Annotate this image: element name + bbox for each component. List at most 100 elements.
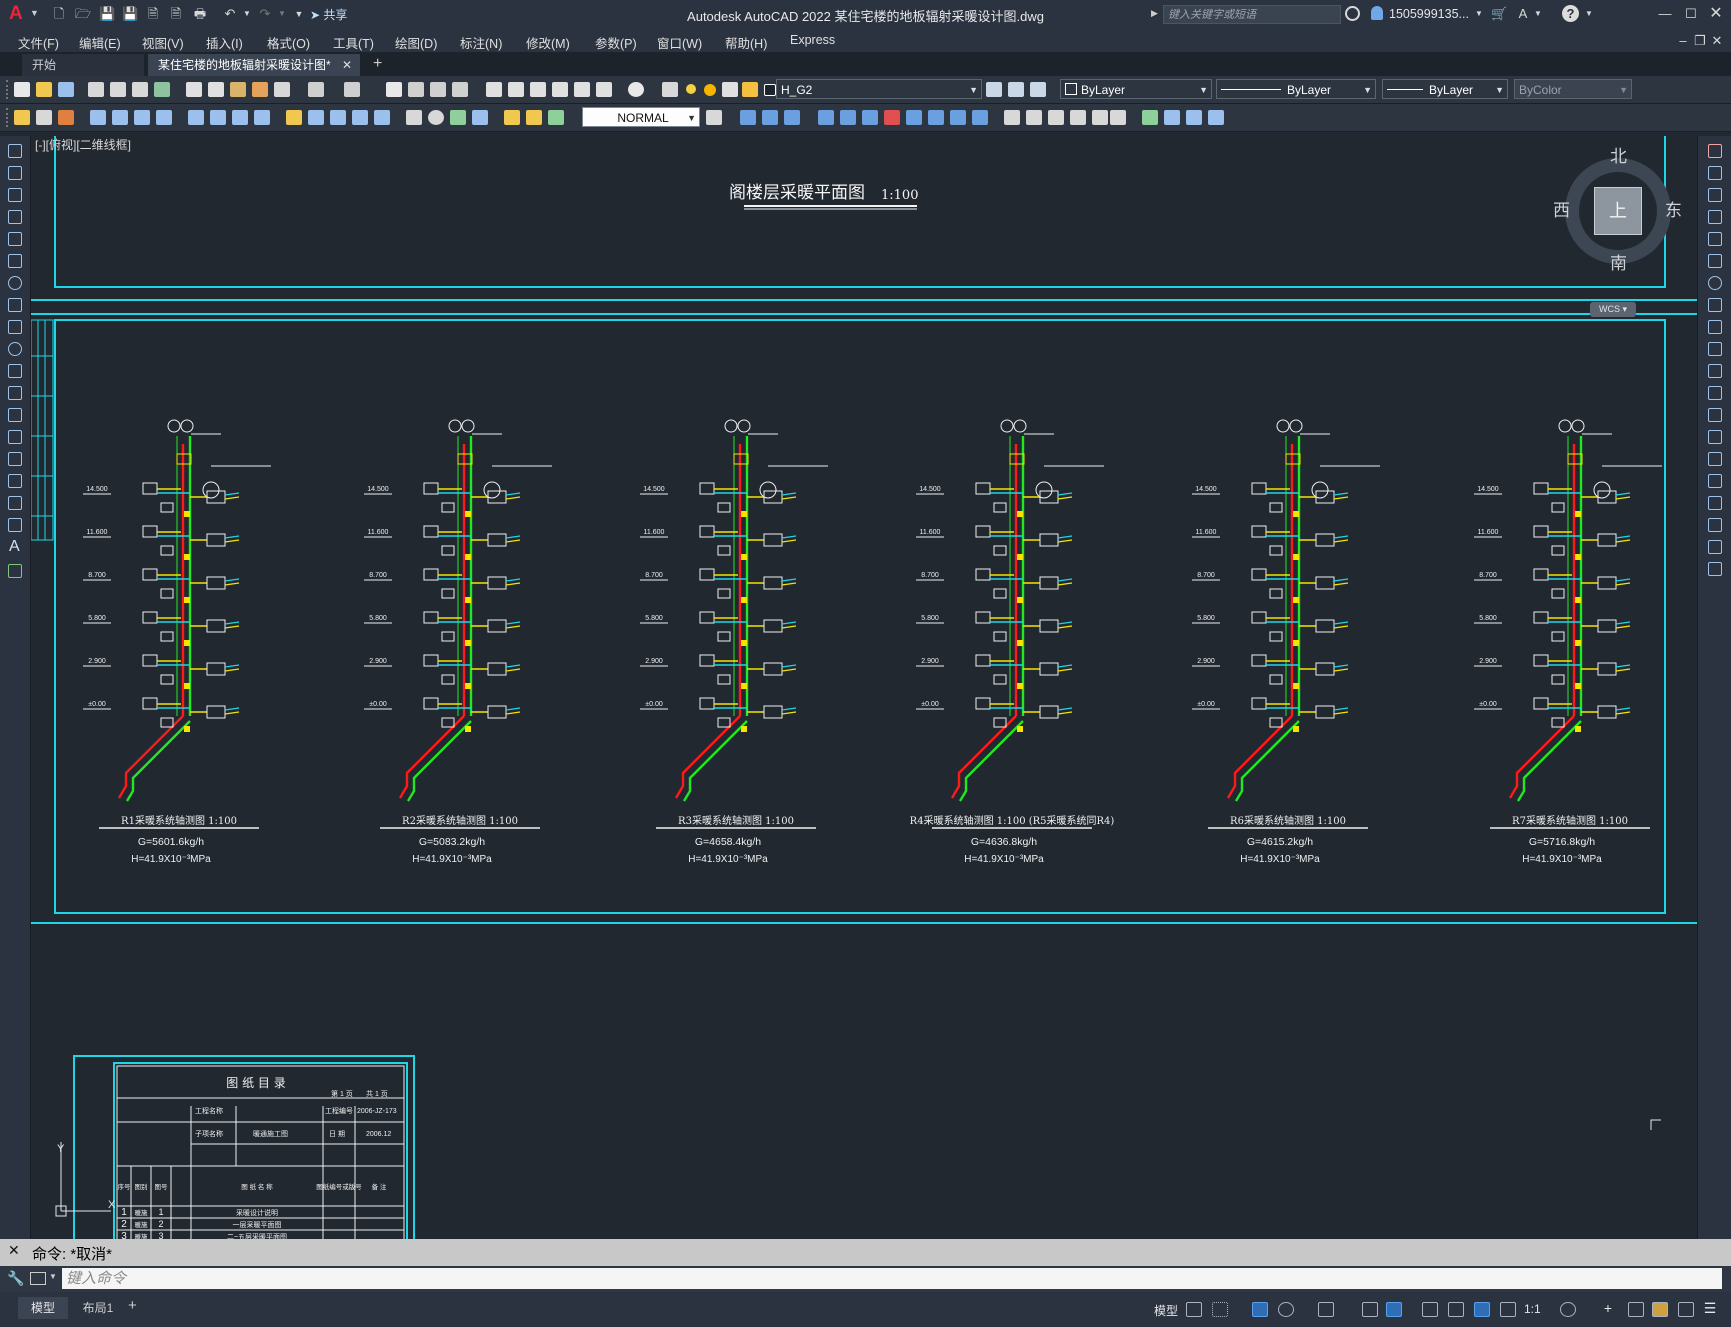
publish-icon[interactable] <box>132 82 148 97</box>
dim-aligned-icon[interactable] <box>112 110 128 125</box>
help-icon[interactable]: ? <box>1562 5 1579 22</box>
copy-icon[interactable] <box>208 82 224 97</box>
tab-drawing[interactable]: 某住宅楼的地板辐射采暖设计图*✕ <box>148 54 360 76</box>
viewcube-west[interactable]: 西 <box>1553 201 1570 220</box>
edit-spline-icon[interactable] <box>1708 562 1722 576</box>
menu-parametric[interactable]: 参数(P) <box>595 37 637 51</box>
extend-icon[interactable] <box>972 110 988 125</box>
dim-diameter-icon[interactable] <box>232 110 248 125</box>
copy-icon[interactable] <box>1708 166 1722 180</box>
layer-previous-icon[interactable] <box>1008 82 1024 97</box>
transparency-icon[interactable] <box>1448 1302 1464 1317</box>
break-at-point-icon[interactable] <box>1708 386 1722 400</box>
grid-icon[interactable] <box>1186 1302 1202 1317</box>
menu-window[interactable]: 窗口(W) <box>657 37 703 51</box>
ellipse-icon[interactable] <box>8 342 22 356</box>
minimize-window-icon[interactable]: — <box>1658 6 1672 21</box>
block-editor-icon[interactable] <box>274 82 290 97</box>
arc-icon[interactable] <box>8 254 22 268</box>
save-as-icon[interactable]: 💾 <box>122 6 139 21</box>
sheet-set-icon[interactable] <box>552 82 568 97</box>
offset-icon[interactable] <box>1708 210 1722 224</box>
circle-icon[interactable] <box>8 276 22 290</box>
array-icon[interactable] <box>1708 232 1722 246</box>
center-mark-icon[interactable] <box>428 110 444 125</box>
snap-icon[interactable] <box>1212 1302 1228 1317</box>
object-snap-icon[interactable] <box>1362 1302 1378 1317</box>
zoom-previous-icon[interactable] <box>452 82 468 97</box>
multiline-text-icon[interactable]: A <box>9 538 20 555</box>
plot-preview-icon[interactable] <box>110 82 126 97</box>
tab-model[interactable]: 模型 <box>18 1297 68 1319</box>
annotation-scale-icon[interactable] <box>1474 1302 1490 1317</box>
dim-continue-icon[interactable] <box>330 110 346 125</box>
spline-icon[interactable] <box>8 320 22 334</box>
dim-arc-icon[interactable] <box>134 110 150 125</box>
menu-file[interactable]: 文件(F) <box>18 37 59 51</box>
dim-jogged-icon[interactable] <box>210 110 226 125</box>
plot-icon[interactable]: 🖶 <box>193 6 207 21</box>
menu-help[interactable]: 帮助(H) <box>725 37 768 51</box>
ribbon-icon[interactable] <box>36 110 52 125</box>
3d-print-icon[interactable] <box>154 82 170 97</box>
break-icon[interactable] <box>1004 110 1020 125</box>
dim-quick-icon[interactable] <box>58 110 74 125</box>
plot-icon[interactable] <box>88 82 104 97</box>
scale-icon[interactable] <box>906 110 922 125</box>
trim-icon[interactable] <box>950 110 966 125</box>
layer-vp-freeze-icon[interactable] <box>722 82 738 97</box>
menu-insert[interactable]: 插入(I) <box>206 37 243 51</box>
menu-express[interactable]: Express <box>790 33 836 47</box>
new-file-icon[interactable]: 🗋 <box>53 6 65 21</box>
lineweight-display-icon[interactable] <box>1422 1302 1438 1317</box>
menu-view[interactable]: 视图(V) <box>142 37 184 51</box>
dim-ordinate-icon[interactable] <box>156 110 172 125</box>
paste-icon[interactable] <box>230 82 246 97</box>
clean-screen-icon[interactable] <box>1678 1302 1694 1317</box>
ellipse-arc-icon[interactable] <box>8 364 22 378</box>
polyline-icon[interactable] <box>8 188 22 202</box>
search-icon[interactable] <box>1345 6 1360 21</box>
new-tab-button[interactable]: + <box>373 55 383 72</box>
join-icon[interactable] <box>1708 430 1722 444</box>
viewcube-north[interactable]: 北 <box>1610 147 1627 166</box>
command-prompt-icon[interactable] <box>30 1272 46 1285</box>
share-button[interactable]: ➤ 共享 <box>310 6 347 23</box>
save-icon[interactable] <box>58 82 74 97</box>
blend-curves-icon[interactable] <box>1708 496 1722 510</box>
undo-dropdown-icon[interactable]: ▼ <box>243 9 251 18</box>
layer-combo[interactable]: H_G2▼ <box>776 79 982 99</box>
line-icon[interactable] <box>8 144 22 158</box>
make-block-icon[interactable] <box>8 408 22 422</box>
layer-states-icon[interactable] <box>1030 82 1046 97</box>
construction-line-icon[interactable] <box>8 166 22 180</box>
break-icon[interactable] <box>1708 408 1722 422</box>
menu-modify[interactable]: 修改(M) <box>526 37 570 51</box>
design-center-icon[interactable] <box>508 82 524 97</box>
dim-baseline-icon[interactable] <box>308 110 324 125</box>
dim-update-icon[interactable] <box>548 110 564 125</box>
bring-above-icon[interactable] <box>1208 110 1224 125</box>
layer-lock-icon[interactable] <box>742 82 758 97</box>
workspace-gear-icon[interactable] <box>1560 1302 1576 1317</box>
quick-dim-icon[interactable] <box>286 110 302 125</box>
menu-format[interactable]: 格式(O) <box>267 37 311 51</box>
scale-icon[interactable] <box>1708 298 1722 312</box>
quick-properties-icon[interactable] <box>1652 1302 1668 1317</box>
viewport-controls-label[interactable]: [-][俯视][二维线框] <box>35 138 132 152</box>
blend-icon[interactable] <box>1092 110 1108 125</box>
inspection-icon[interactable] <box>450 110 466 125</box>
chamfer-icon[interactable] <box>1708 452 1722 466</box>
fillet-icon[interactable] <box>1070 110 1086 125</box>
add-selected-icon[interactable] <box>8 564 22 578</box>
toolbar-grip[interactable] <box>6 80 11 99</box>
dim-style-manager-icon[interactable] <box>706 110 722 125</box>
open-icon[interactable] <box>36 82 52 97</box>
undo-icon[interactable]: ↶ <box>224 6 236 21</box>
object-snap-box-icon[interactable] <box>1386 1302 1402 1317</box>
open-file-icon[interactable]: 🗁 <box>75 6 92 21</box>
point-icon[interactable] <box>8 430 22 444</box>
explode-icon[interactable] <box>1110 110 1126 125</box>
properties-icon[interactable] <box>486 82 502 97</box>
send-back-icon[interactable] <box>1186 110 1202 125</box>
